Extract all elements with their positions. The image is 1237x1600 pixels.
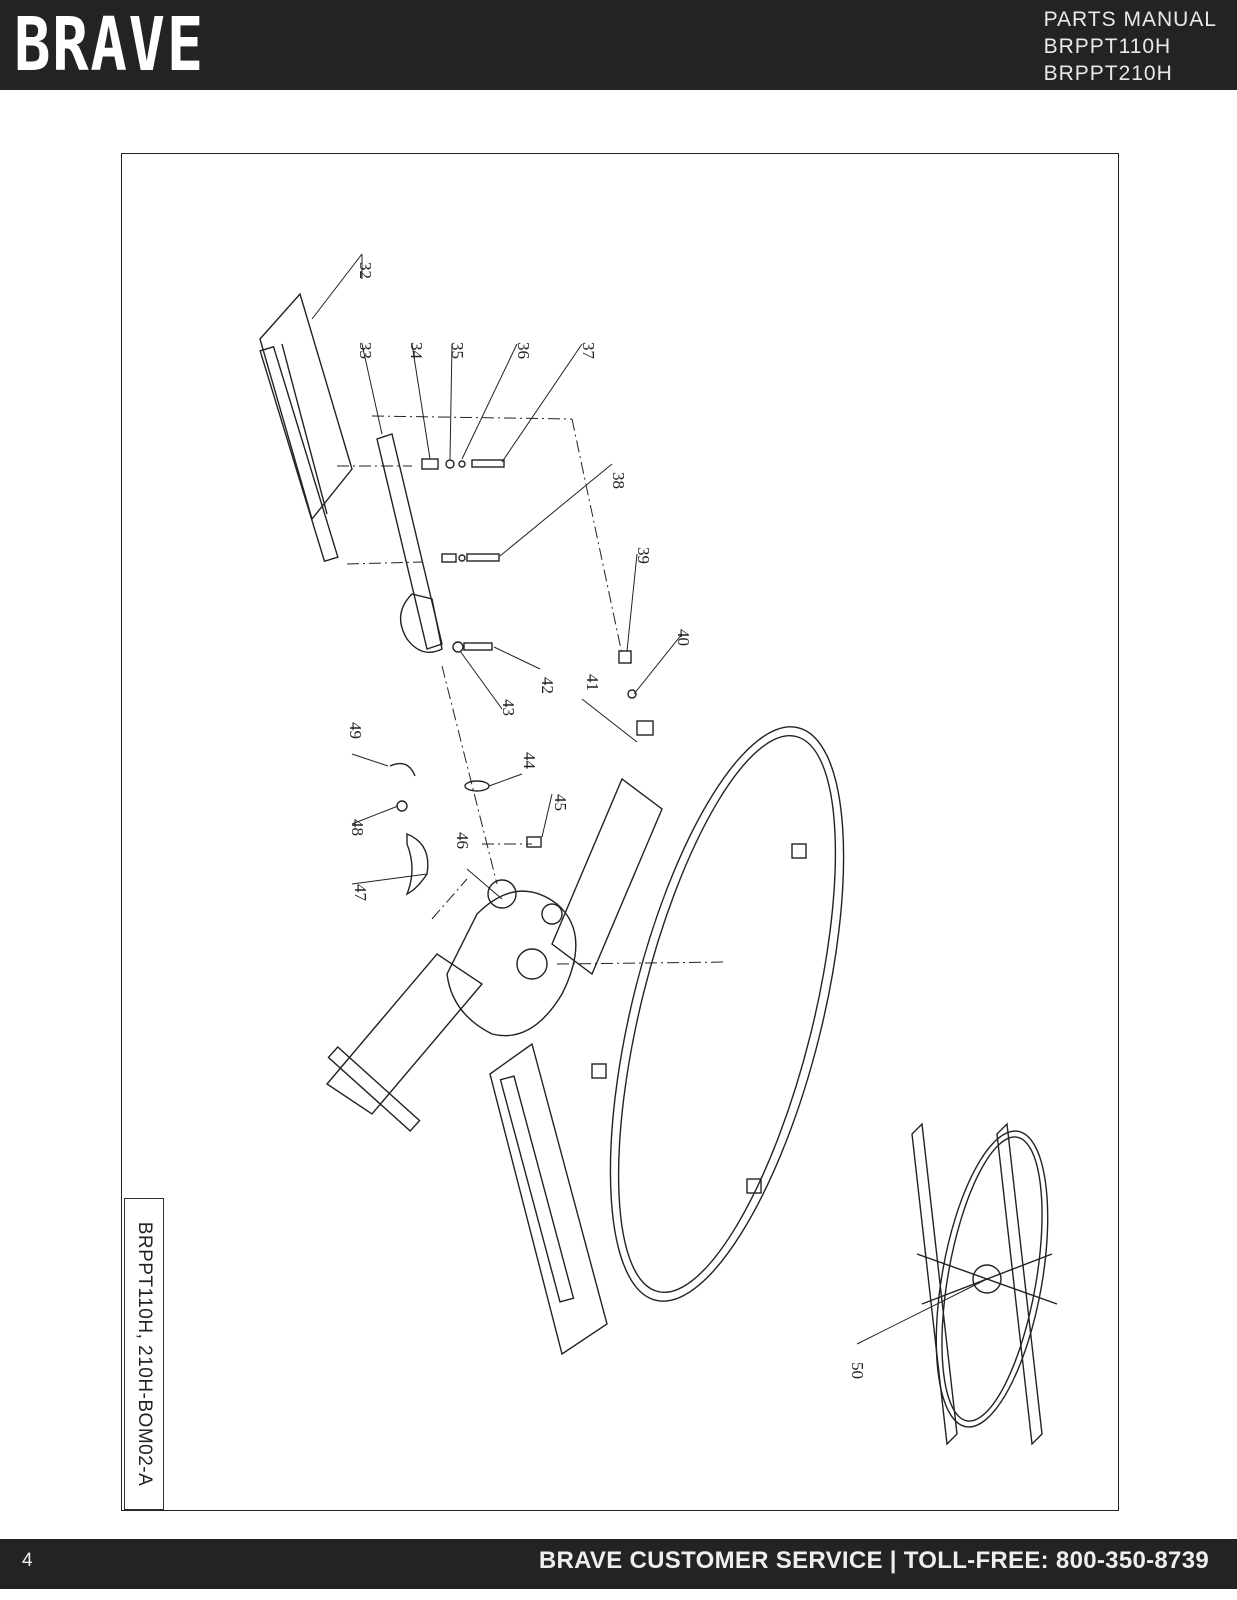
callout-label: 33 — [356, 342, 375, 359]
doc-type-label: PARTS MANUAL — [1043, 8, 1217, 31]
callout-label: 41 — [583, 674, 602, 691]
trowel-blade — [325, 953, 484, 1115]
callout-label: 48 — [348, 819, 367, 836]
callout-label: 38 — [609, 472, 628, 489]
guard-clip — [405, 832, 429, 896]
trowel-blade — [551, 777, 663, 976]
callout-label: 40 — [674, 629, 693, 646]
callout-label: 44 — [520, 752, 539, 770]
callout-label: 49 — [346, 722, 365, 739]
footer-bar: 4 BRAVE CUSTOMER SERVICE | TOLL-FREE: 80… — [0, 1539, 1237, 1589]
callout-label: 32 — [356, 262, 375, 279]
exploded-parts-diagram: 32 33 34 35 36 37 38 39 40 41 42 43 44 4… — [259, 253, 1058, 1446]
drawing-title-block: BRPPT110H, 210H-BOM02-A — [124, 1198, 164, 1510]
callout-label: 45 — [551, 794, 570, 811]
callout-label: 46 — [453, 832, 472, 849]
drawing-number: BRPPT110H, 210H-BOM02-A — [134, 1221, 155, 1487]
blade-bar — [259, 345, 339, 563]
callout-label: 43 — [499, 699, 518, 716]
trowel-blade — [489, 1042, 608, 1356]
callout-label: 42 — [538, 677, 557, 694]
trowel-blade — [259, 292, 353, 521]
diagram-frame: 32 33 34 35 36 37 38 39 40 41 42 43 44 4… — [121, 153, 1119, 1511]
callout-label: 50 — [848, 1362, 867, 1379]
customer-service-line: BRAVE CUSTOMER SERVICE | TOLL-FREE: 800-… — [538, 1547, 1209, 1574]
arm-clamp — [399, 593, 443, 653]
callout-label: 36 — [514, 342, 533, 359]
assembly-thumbnail — [911, 1122, 1058, 1446]
page-number: 4 — [22, 1550, 33, 1571]
guard-ring — [609, 726, 845, 1302]
callout-label: 37 — [579, 342, 598, 360]
document-titles: PARTS MANUAL BRPPT110H BRPPT210H — [1044, 6, 1217, 87]
callout-label: 47 — [351, 884, 370, 902]
spider-hub — [446, 890, 577, 1037]
model-label: BRPPT110H — [1043, 35, 1172, 58]
arm — [376, 433, 443, 650]
callout-label: 34 — [407, 342, 426, 360]
brand-logo: BRAVE — [14, 2, 205, 88]
callout-label: 39 — [634, 547, 653, 564]
model-label: BRPPT210H — [1043, 62, 1173, 85]
footer: 4 BRAVE CUSTOMER SERVICE | TOLL-FREE: 80… — [0, 1536, 1237, 1600]
callout-label: 35 — [448, 342, 467, 359]
header-bar: BRAVE PARTS MANUAL BRPPT110H BRPPT210H — [0, 0, 1237, 90]
